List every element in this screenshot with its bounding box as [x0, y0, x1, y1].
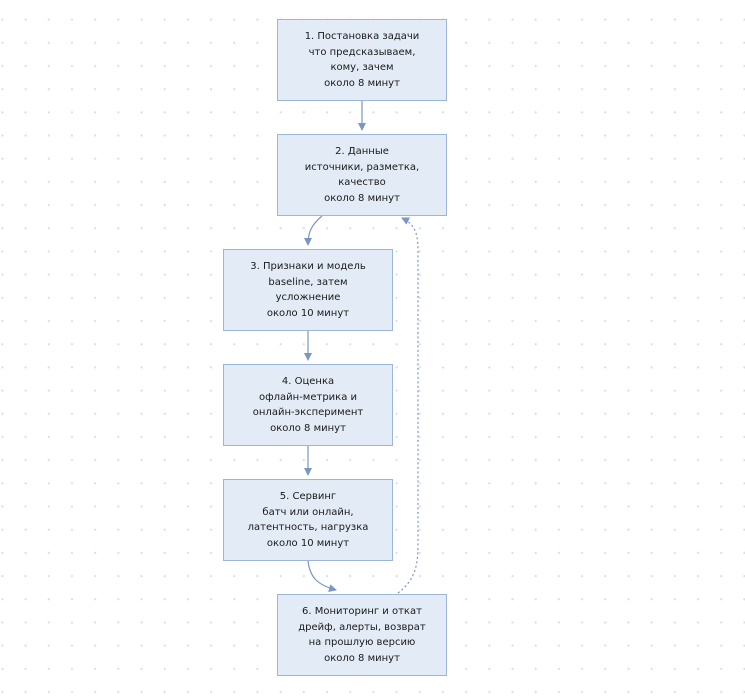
edge-n6-n2-loop — [397, 217, 419, 594]
step-2-line-2: источники, разметка, — [304, 161, 420, 173]
step-5-line-3: латентность, нагрузка — [247, 522, 369, 533]
step-6-title: 6. Мониторинг и откат — [302, 606, 422, 617]
step-4-title: 4. Оценка — [281, 376, 335, 387]
step-2-node: 2. Данные источники, разметка, качество … — [277, 134, 447, 216]
step-1-node: 1. Постановка задачи что предсказываем, … — [277, 19, 447, 101]
step-2-duration: около 8 минут — [324, 192, 400, 204]
step-1-title: 1. Постановка задачи — [304, 31, 420, 42]
edge-n5-n6 — [307, 560, 337, 592]
step-5-node: 5. Сервинг батч или онлайн, латентность,… — [223, 479, 393, 561]
step-3-line-2: baseline, затем — [268, 276, 348, 288]
step-4-line-3: онлайн-эксперимент — [252, 407, 364, 418]
step-1-line-2: что предсказываем, — [308, 46, 416, 58]
step-3-line-3: усложнение — [275, 292, 341, 303]
step-1-duration: около 8 минут — [324, 77, 400, 89]
step-5-duration: около 10 минут — [266, 537, 350, 549]
step-3-title: 3. Признаки и модель — [250, 261, 366, 272]
step-4-node: 4. Оценка офлайн-метрика и онлайн-экспер… — [223, 364, 393, 446]
step-6-node: 6. Мониторинг и откат дрейф, алерты, воз… — [277, 594, 447, 676]
step-6-duration: около 8 минут — [324, 652, 400, 664]
step-6-line-3: на прошлую версию — [308, 637, 416, 648]
step-3-duration: около 10 минут — [266, 307, 350, 319]
step-2-line-3: качество — [338, 177, 386, 188]
step-4-line-2: офлайн-метрика и — [258, 391, 358, 403]
step-5-line-2: батч или онлайн, — [262, 506, 354, 518]
step-1-line-3: кому, зачем — [330, 62, 394, 73]
step-5-title: 5. Сервинг — [279, 491, 337, 502]
step-2-title: 2. Данные — [335, 146, 389, 157]
step-6-line-2: дрейф, алерты, возврат — [298, 621, 426, 633]
step-4-duration: около 8 минут — [270, 422, 346, 434]
step-3-node: 3. Признаки и модель baseline, затем усл… — [223, 249, 393, 331]
edge-n2-n3 — [304, 215, 323, 246]
